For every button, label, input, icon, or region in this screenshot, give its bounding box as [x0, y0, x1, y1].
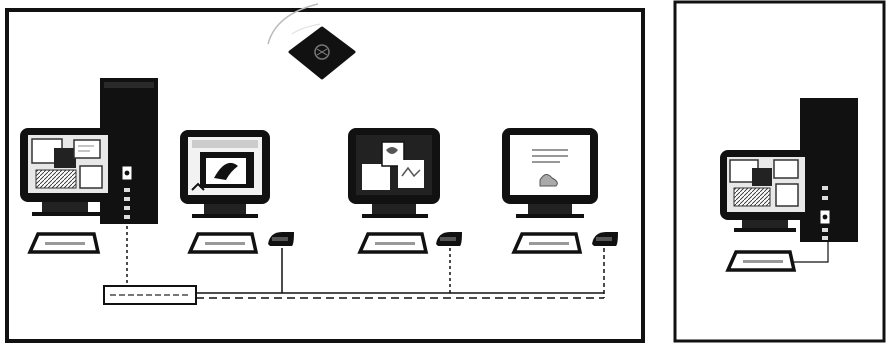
keyboard-icon [728, 252, 794, 270]
standalone-workstation-panel [675, 2, 884, 341]
keyboard-icon [190, 234, 256, 252]
network-overview-panel [7, 4, 643, 341]
keyboard-icon [360, 234, 426, 252]
keyboard-icon [30, 234, 98, 252]
keyboard-icon [514, 234, 580, 252]
network-switch-icon [104, 286, 196, 304]
monitor-icon [720, 150, 812, 232]
